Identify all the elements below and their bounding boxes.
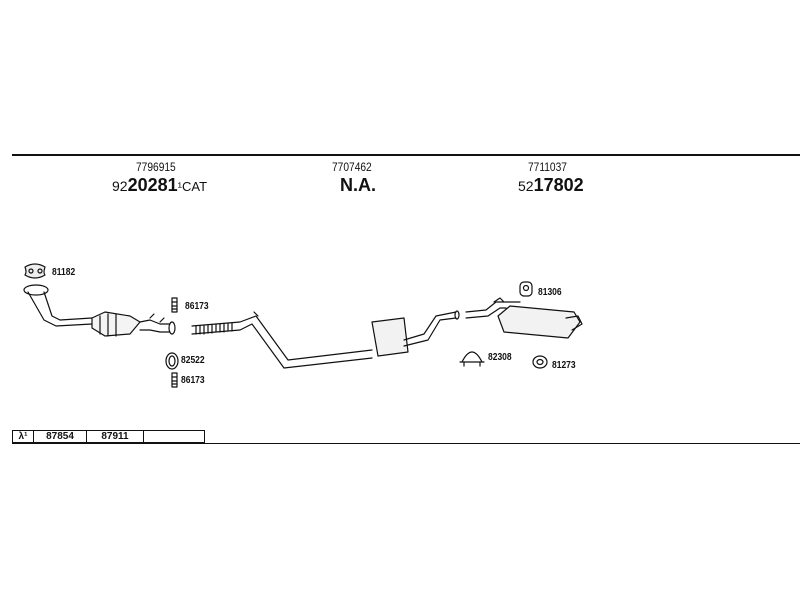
label-86173-top: 86173 [185,301,209,312]
part-number-1: 9220281¹CAT [112,175,207,196]
table-cell-lambda: λ¹ [13,431,34,442]
label-82522: 82522 [181,355,205,366]
part-number-1-prefix: 92 [112,178,128,194]
label-82308: 82308 [488,352,512,363]
top-rule [12,154,800,156]
part-number-3: 5217802 [518,175,584,196]
middle-pipe-icon [191,310,460,369]
gasket-81182-icon [24,263,46,279]
label-86173-bottom: 86173 [181,375,205,386]
ref-number-3: 7711037 [528,160,567,174]
part-number-2: N.A. [340,175,376,196]
sensor-table: λ¹ 87854 87911 [12,430,205,443]
ring-82522-icon [165,352,179,370]
label-81182: 81182 [52,267,76,278]
bottom-rule [12,443,800,444]
clamp-86173-top-icon [171,297,178,313]
part-number-2-main: N.A. [340,175,376,195]
label-81306: 81306 [538,287,562,298]
clamp-82308-icon [459,351,485,367]
label-81273: 81273 [552,360,576,371]
front-pipe-cat-icon [23,284,176,337]
ref-number-2: 7707462 [332,160,372,174]
rear-silencer-icon [465,297,583,339]
table-cell-87854: 87854 [34,431,87,442]
part-number-3-prefix: 52 [518,178,534,194]
table-cell-87911: 87911 [87,431,144,442]
table-cell-empty [144,431,204,442]
part-number-3-main: 17802 [533,175,584,195]
hanger-81306-icon [519,281,533,297]
part-number-1-main: 20281 [127,175,178,195]
part-number-1-suffix: ¹CAT [177,179,208,194]
clamp-86173-bottom-icon [171,372,178,388]
mount-81273-icon [532,355,548,369]
ref-number-1: 7796915 [136,160,176,174]
